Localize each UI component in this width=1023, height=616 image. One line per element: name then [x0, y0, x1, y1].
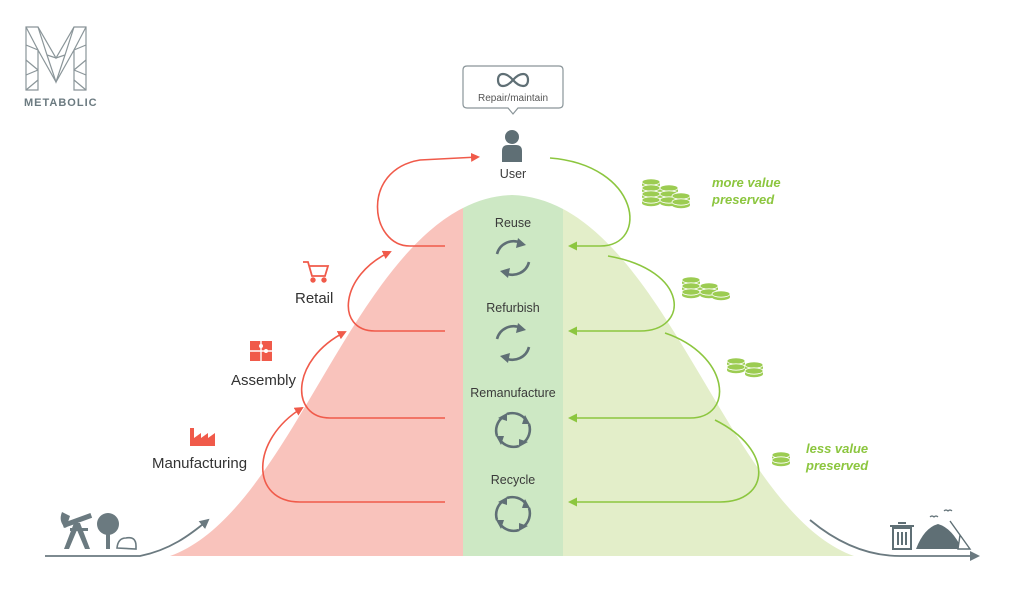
manufacturing-label: Manufacturing — [152, 455, 248, 472]
person-icon — [502, 130, 522, 162]
production-arrows — [261, 152, 480, 503]
infinity-icon — [496, 72, 530, 88]
repair-bubble — [462, 65, 564, 115]
oil-pump-tree-icon — [60, 512, 137, 550]
remanufacture-label: Remanufacture — [470, 386, 556, 400]
coin-stack-icon — [641, 178, 691, 209]
retail-label: Retail — [295, 290, 334, 307]
return-arrows — [549, 157, 760, 507]
brand-name: METABOLIC — [24, 97, 98, 109]
refurbish-label: Refurbish — [486, 301, 540, 315]
return-refurbish — [568, 255, 676, 336]
puzzle-icon — [250, 341, 272, 361]
return-reuse — [549, 157, 631, 251]
repair-maintain-label: Repair/maintain — [477, 93, 549, 104]
assembly-label: Assembly — [231, 372, 297, 389]
more-value-label: more value preserved — [712, 174, 781, 208]
more-value-line1: more value — [712, 175, 781, 190]
waste-outflow-arrow — [809, 519, 980, 561]
less-value-line1: less value — [806, 441, 869, 456]
recycle-label: Recycle — [490, 473, 536, 487]
less-value-line2: preserved — [806, 458, 869, 473]
factory-icon — [190, 428, 215, 446]
metabolic-m-logo — [25, 26, 87, 91]
more-value-line2: preserved — [712, 192, 775, 207]
less-value-label: less value preserved — [806, 440, 868, 474]
arrow-to-user — [376, 152, 480, 247]
coin-stack-icon — [726, 357, 764, 378]
return-recycle — [568, 419, 760, 507]
user-label: User — [499, 167, 527, 181]
trash-landfill-icon — [890, 509, 972, 550]
coin-stack-icon — [771, 451, 791, 467]
arrow-to-reuse-level — [347, 250, 445, 332]
arrow-to-retail — [300, 331, 445, 419]
shopping-cart-icon — [303, 261, 330, 283]
reuse-label: Reuse — [494, 216, 532, 230]
resource-inflow-arrow — [45, 518, 210, 557]
flow-arrows — [45, 518, 980, 561]
return-remanufacture — [568, 332, 721, 423]
coin-stack-icon — [681, 276, 731, 301]
arrow-to-assembly — [261, 406, 445, 503]
